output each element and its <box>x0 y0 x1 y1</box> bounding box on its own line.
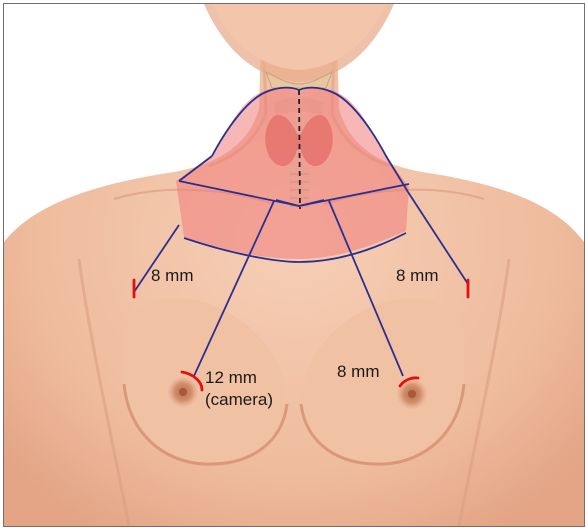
anatomy-diagram: 8 mm 8 mm 8 mm 12 mm (camera) <box>4 4 584 526</box>
label-camera-port-size: 12 mm <box>205 368 257 387</box>
label-right-areolar-port: 8 mm <box>337 362 380 381</box>
torso <box>4 4 584 526</box>
figure-frame: 8 mm 8 mm 8 mm 12 mm (camera) <box>3 3 585 527</box>
label-right-axillary-port: 8 mm <box>396 266 439 285</box>
dissection-area <box>176 88 409 259</box>
label-left-axillary-port: 8 mm <box>151 266 194 285</box>
label-camera-port-note: (camera) <box>205 390 273 409</box>
